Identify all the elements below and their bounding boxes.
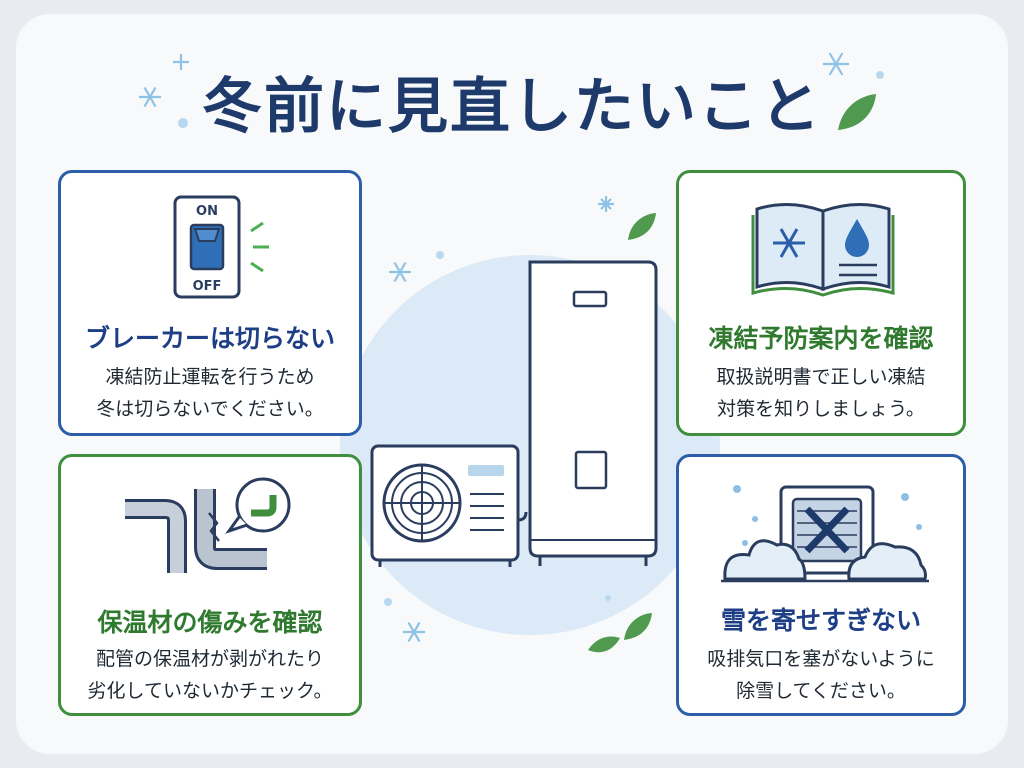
card-text-line: 劣化していないかチェック。 [87,680,333,702]
card-text-line: 配管の保温材が剥がれたり [95,648,324,670]
card-breaker: ON OFF ブレーカーは切らない 凍結防止運転を行うため 冬は切らないでくださ… [58,170,362,436]
snow-dot-icon [178,71,884,606]
card-text-line: 凍結防止運転を行うため [105,366,315,388]
card-text-line: 吸排気口を塞がないように [707,648,935,670]
breaker-switch-icon: ON OFF [173,195,269,299]
card-title: ブレーカーは切らない [84,324,335,353]
blocked-vent-icon [721,485,929,583]
card-title: 雪を寄せすぎない [720,606,921,635]
snowflake-icon [139,52,849,643]
switch-on-label: ON [196,204,218,219]
leaf-icon [588,94,876,653]
card-title: 保温材の傷みを確認 [97,608,323,637]
card-text-line: 取扱説明書で正しい凍結 [716,366,926,388]
card-text-line: 対策を知りしましょう。 [717,398,925,420]
card-manual: 凍結予防案内を確認 取扱説明書で正しい凍結 対策を知りしましょう。 [676,170,966,436]
card-title: 凍結予防案内を確認 [708,324,934,353]
card-pipe-insulation: 保温材の傷みを確認 配管の保温材が剥がれたり 劣化していないかチェック。 [58,454,362,716]
outdoor-heat-pump-unit [370,444,528,567]
card-text-line: 除雪してください。 [736,680,906,702]
card-text-line: 冬は切らないでください。 [96,398,324,420]
card-snow: 雪を寄せすぎない 吸排気口を塞がないように 除雪してください。 [676,454,966,716]
manual-book-icon [751,202,895,297]
pipe-insulation-icon [125,477,291,573]
page-title: 冬前に見直したいこと [202,72,822,142]
switch-off-label: OFF [193,279,222,294]
water-heater-tank [528,260,658,566]
